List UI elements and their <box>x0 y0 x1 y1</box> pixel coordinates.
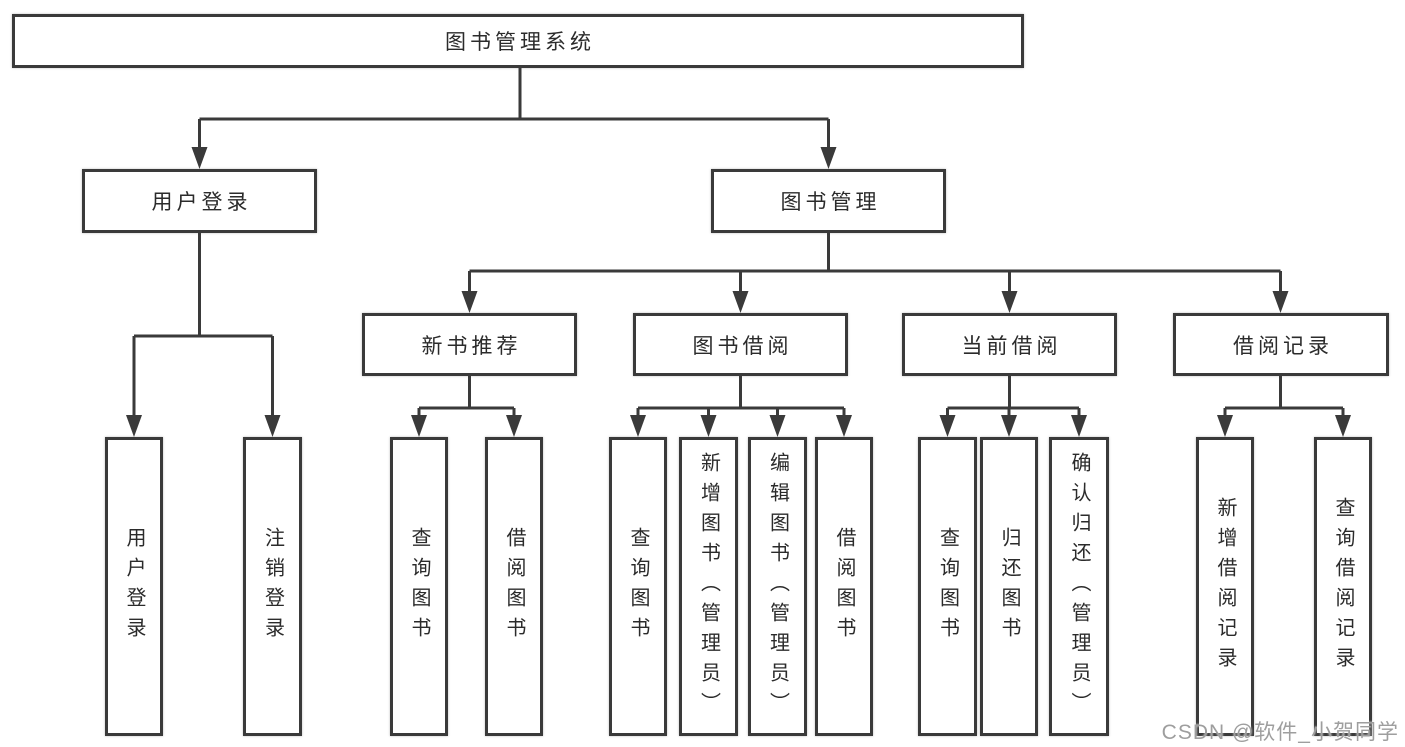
node-user-login-label: 用户登录 <box>151 191 252 214</box>
leaf-borrow-add-books-admin: 新增图书（管理员） <box>679 437 738 736</box>
node-root: 图书管理系统 <box>12 14 1024 68</box>
leaf-records-query-record-label: 查询借阅记录 <box>1332 496 1354 677</box>
leaf-newbook-query-books-label: 查询图书 <box>408 526 430 647</box>
node-root-label: 图书管理系统 <box>445 31 595 54</box>
node-current-borrowing: 当前借阅 <box>902 313 1117 376</box>
leaf-records-add-record-label: 新增借阅记录 <box>1214 496 1236 677</box>
leaf-borrow-add-books-admin-label: 新增图书（管理员） <box>697 451 720 722</box>
node-book-management: 图书管理 <box>711 169 946 233</box>
node-new-book-recommend: 新书推荐 <box>362 313 577 376</box>
leaf-current-confirm-return-admin-label: 确认归还（管理员） <box>1068 451 1090 722</box>
leaf-borrow-edit-books-admin: 编辑图书（管理员） <box>748 437 807 736</box>
leaf-newbook-borrow-books-label: 借阅图书 <box>503 526 525 647</box>
node-new-book-recommend-label: 新书推荐 <box>421 334 522 358</box>
leaf-newbook-query-books: 查询图书 <box>390 437 448 736</box>
leaf-borrow-query-books-label: 查询图书 <box>627 526 649 647</box>
watermark: CSDN @软件_小贺同学 <box>1161 721 1399 744</box>
leaf-borrow-edit-books-admin-label: 编辑图书（管理员） <box>766 451 789 722</box>
node-borrowing-records: 借阅记录 <box>1173 313 1389 376</box>
node-current-borrowing-label: 当前借阅 <box>961 334 1062 358</box>
leaf-records-add-record: 新增借阅记录 <box>1196 437 1254 736</box>
node-book-borrowing: 图书借阅 <box>633 313 848 376</box>
node-book-borrowing-label: 图书借阅 <box>692 334 793 358</box>
leaf-records-query-record: 查询借阅记录 <box>1314 437 1372 736</box>
node-book-management-label: 图书管理 <box>780 191 881 214</box>
leaf-user-login: 用户登录 <box>105 437 163 736</box>
leaf-current-confirm-return-admin: 确认归还（管理员） <box>1049 437 1109 736</box>
leaf-borrow-borrow-books-label: 借阅图书 <box>833 526 855 647</box>
node-user-login: 用户登录 <box>82 169 317 233</box>
leaf-borrow-borrow-books: 借阅图书 <box>815 437 873 736</box>
leaf-logout-label: 注销登录 <box>261 526 284 647</box>
leaf-current-return-books: 归还图书 <box>980 437 1038 736</box>
leaf-current-return-books-label: 归还图书 <box>998 526 1020 647</box>
leaf-user-login-label: 用户登录 <box>123 526 145 647</box>
node-borrowing-records-label: 借阅记录 <box>1233 334 1333 358</box>
leaf-newbook-borrow-books: 借阅图书 <box>485 437 543 736</box>
leaf-current-query-books-label: 查询图书 <box>936 526 959 647</box>
leaf-logout: 注销登录 <box>243 437 302 736</box>
leaf-current-query-books: 查询图书 <box>918 437 977 736</box>
leaf-borrow-query-books: 查询图书 <box>609 437 667 736</box>
